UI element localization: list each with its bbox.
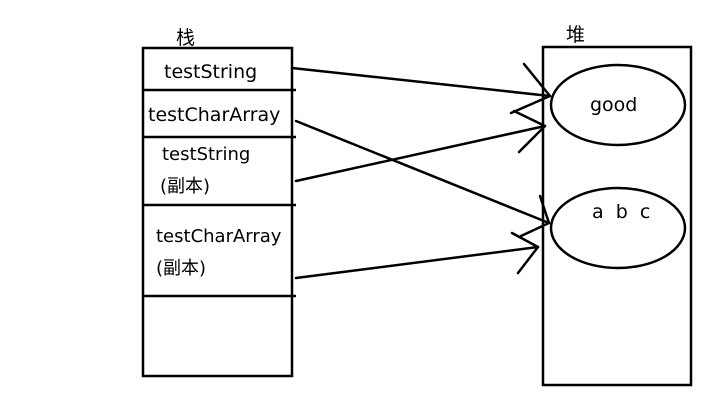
arrow-head: [510, 231, 540, 275]
heap-object-good-label: good: [590, 94, 637, 116]
arrow-head: [509, 62, 552, 115]
stack-cell-teststring: testString: [164, 61, 257, 83]
stack-region: 栈 testString testCharArray testString (副…: [141, 27, 296, 378]
arrow-teststring-to-good: [290, 62, 552, 115]
heap-region: 堆 good a b c: [541, 24, 693, 387]
arrow-line: [294, 119, 551, 225]
heap-box: [541, 45, 693, 387]
arrow-head: [512, 109, 547, 154]
stack-title: 栈: [176, 27, 195, 49]
stack-box: [141, 46, 294, 378]
arrow-testchararray-to-abc: [294, 119, 551, 238]
stack-cell-testchararray-copy: testCharArray: [156, 226, 282, 247]
heap-object-good: [549, 63, 687, 147]
stack-cell-testchararray-copy-note: (副本): [156, 258, 206, 279]
reference-arrows: [290, 62, 552, 280]
arrow-testchararray-copy-to-abc: [294, 231, 540, 280]
heap-object-abc: [549, 186, 687, 270]
stack-cell-teststring-copy: testString: [162, 144, 250, 165]
heap-object-abc-label: a b c: [592, 201, 650, 223]
arrow-line: [294, 124, 547, 183]
arrow-teststring-copy-to-good: [294, 109, 547, 183]
heap-title: 堆: [566, 24, 585, 46]
arrow-head: [519, 194, 551, 238]
stack-cell-teststring-copy-note: (副本): [160, 176, 210, 197]
arrow-line: [290, 66, 552, 98]
arrow-line: [294, 245, 540, 280]
stack-cell-testchararray: testCharArray: [148, 104, 280, 126]
